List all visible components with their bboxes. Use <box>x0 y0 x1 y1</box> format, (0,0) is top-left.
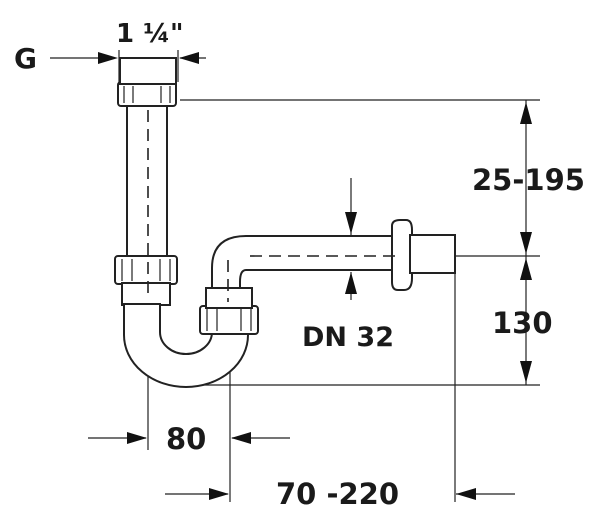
thread-size-label: 1 ¼" <box>116 19 184 49</box>
thread-label: G <box>14 42 37 75</box>
top-nut <box>117 81 177 107</box>
width-fixed-label: 80 <box>166 422 206 456</box>
bend-nut <box>199 305 259 335</box>
wall-pipe <box>409 234 456 274</box>
wall-rosette <box>391 219 413 291</box>
u-bend <box>123 303 249 388</box>
middle-nut <box>114 255 178 285</box>
inlet-tube <box>126 104 168 261</box>
height-fixed-label: 130 <box>492 306 553 340</box>
centre-lines <box>147 110 400 302</box>
siphon-trap <box>114 57 456 388</box>
pipe-size-label: DN 32 <box>302 322 394 353</box>
width-adjust-label: 70 -220 <box>276 477 399 511</box>
height-adjust-label: 25-195 <box>472 163 585 197</box>
dimension-arrows <box>50 52 532 500</box>
